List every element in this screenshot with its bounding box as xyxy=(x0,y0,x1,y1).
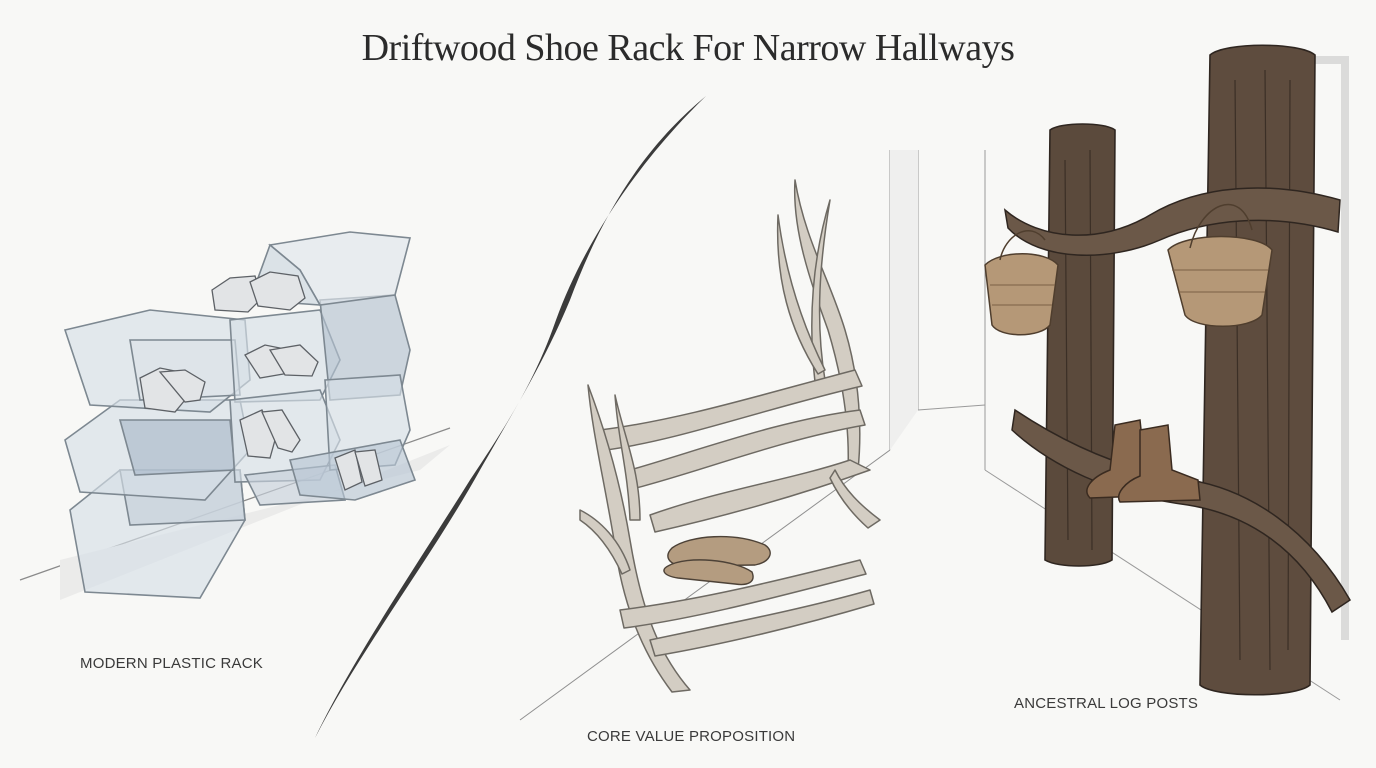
caption-modern-plastic-rack: MODERN PLASTIC RACK xyxy=(80,655,263,672)
shoe-icon xyxy=(663,535,771,586)
driftwood-rack-illustration xyxy=(519,150,986,721)
caption-ancestral-log-posts: ANCESTRAL LOG POSTS xyxy=(1014,695,1199,712)
caption-core-value-proposition: CORE VALUE PROPOSITION xyxy=(587,728,796,745)
plastic-rack-illustration xyxy=(19,231,451,600)
wicker-basket-icon xyxy=(984,203,1273,336)
boot-icon xyxy=(1086,419,1201,503)
ink-divider-stroke xyxy=(315,96,706,738)
shoe-icon xyxy=(139,271,383,491)
page-title: Driftwood Shoe Rack For Narrow Hallways xyxy=(361,27,1015,69)
log-posts-illustration xyxy=(984,44,1351,701)
